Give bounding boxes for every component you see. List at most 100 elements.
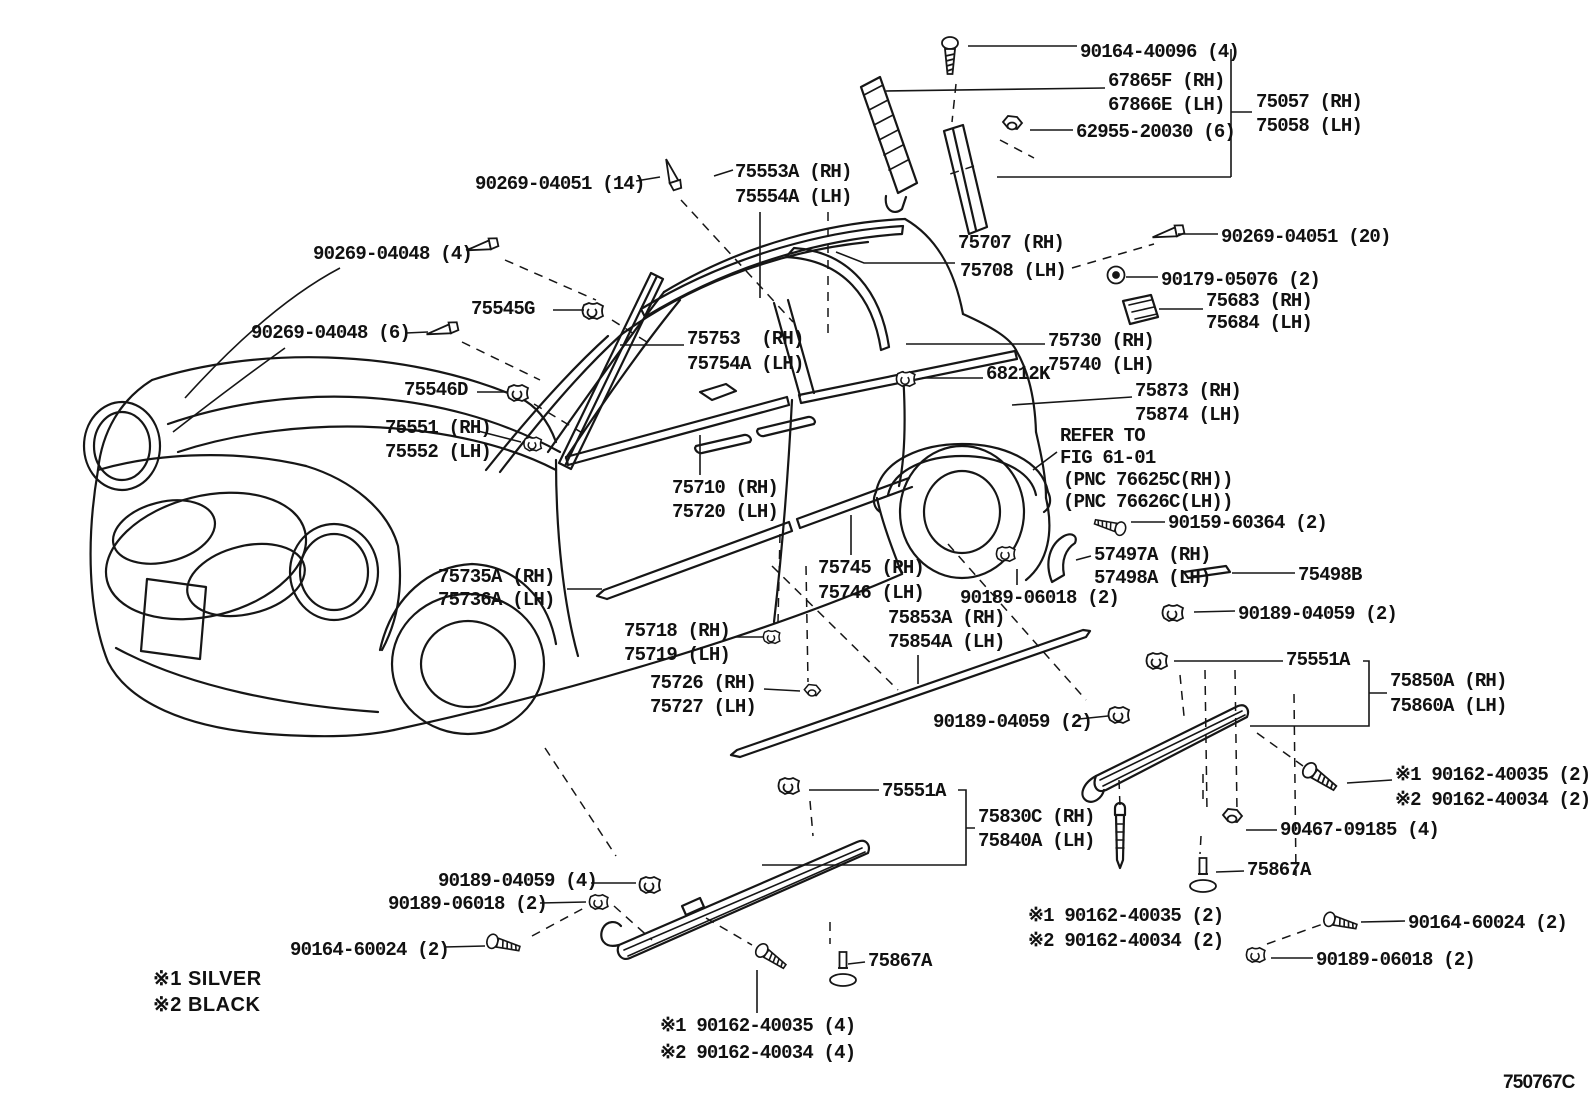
part-label-75745[interactable]: 75745 (RH) <box>818 557 925 579</box>
part-label-90164-60024-right[interactable]: 90164-60024 (2) <box>1408 912 1568 934</box>
part-label-75710[interactable]: 75710 (RH) <box>672 477 779 499</box>
part-label-75753[interactable]: 75753 (RH) <box>687 328 804 350</box>
screw-icon <box>484 932 523 957</box>
part-label-90467-09185[interactable]: 90467-09185 (4) <box>1280 819 1440 841</box>
part-label-68212K[interactable]: 68212K <box>986 363 1050 385</box>
part-label-75726[interactable]: 75726 (RH) <box>650 672 757 694</box>
clip-icon <box>995 545 1016 563</box>
part-label-75720[interactable]: 75720 (LH) <box>672 501 779 523</box>
diagram-code: 750767C <box>1503 1072 1575 1093</box>
part-label-75850A[interactable]: 75850A (RH) <box>1390 670 1507 692</box>
part-label-90189-06018-left[interactable]: 90189-06018 (2) <box>388 893 548 915</box>
part-label-90162-40034-2-mid[interactable]: ※2 90162-40034 (2) <box>1028 930 1224 952</box>
part-label-75740[interactable]: 75740 (LH) <box>1048 354 1155 376</box>
part-label-75718[interactable]: 75718 (RH) <box>624 620 731 642</box>
part-label-90164-40096[interactable]: 90164-40096 (4) <box>1080 41 1240 63</box>
part-label-90269-04048-4[interactable]: 90269-04048 (4) <box>313 243 473 265</box>
part-label-90189-04059-4[interactable]: 90189-04059 (4) <box>438 870 598 892</box>
part-label-90189-06018-mid[interactable]: 90189-06018 (2) <box>960 587 1120 609</box>
part-label-75730[interactable]: 75730 (RH) <box>1048 330 1155 352</box>
part-label-75683[interactable]: 75683 (RH) <box>1206 290 1313 312</box>
part-label-90269-04048-6[interactable]: 90269-04048 (6) <box>251 322 411 344</box>
ref-note-pnc-76626C: (PNC 76626C(LH)) <box>1063 491 1233 513</box>
part-label-75736A[interactable]: 75736A (LH) <box>438 589 555 611</box>
clip-icon <box>762 629 781 645</box>
part-label-75830C[interactable]: 75830C (RH) <box>978 806 1095 828</box>
part-label-62955-20030[interactable]: 62955-20030 (6) <box>1076 121 1236 143</box>
part-label-90162-40035-2-right[interactable]: ※1 90162-40035 (2) <box>1395 764 1591 786</box>
part-label-90269-04051-20[interactable]: 90269-04051 (20) <box>1221 226 1391 248</box>
flat-screw-icon <box>829 951 857 987</box>
part-label-75498B[interactable]: 75498B <box>1298 564 1362 586</box>
clip-icon <box>588 893 609 911</box>
screw-icon <box>1299 759 1341 796</box>
clip-icon <box>1245 946 1266 964</box>
clip-icon <box>638 876 661 894</box>
nut-icon <box>1002 115 1023 131</box>
moulding-parts <box>557 75 1250 960</box>
clip-icon <box>895 370 916 388</box>
part-label-75057[interactable]: 75057 (RH) <box>1256 91 1363 113</box>
part-label-75551A-right[interactable]: 75551A <box>1286 649 1350 671</box>
part-label-75754A[interactable]: 75754A (LH) <box>687 353 804 375</box>
part-label-75746[interactable]: 75746 (LH) <box>818 582 925 604</box>
part-label-75554A[interactable]: 75554A (LH) <box>735 186 852 208</box>
part-label-90162-40035-4[interactable]: ※1 90162-40035 (4) <box>660 1015 856 1037</box>
part-label-75545G[interactable]: 75545G <box>471 298 535 320</box>
part-label-75684[interactable]: 75684 (LH) <box>1206 312 1313 334</box>
ref-note-refer-to: REFER TO <box>1060 425 1146 447</box>
part-label-67865F[interactable]: 67865F (RH) <box>1108 70 1225 92</box>
ref-note-pnc-76625C: (PNC 76625C(RH)) <box>1063 469 1233 491</box>
flat-screw-icon <box>1189 857 1217 893</box>
clip-icon <box>506 384 529 402</box>
part-label-75553A[interactable]: 75553A (RH) <box>735 161 852 183</box>
part-label-75727[interactable]: 75727 (LH) <box>650 696 757 718</box>
bolt-icon <box>803 683 822 697</box>
part-label-75867A-bottom[interactable]: 75867A <box>868 950 932 972</box>
part-label-75874[interactable]: 75874 (LH) <box>1135 404 1242 426</box>
part-label-57497A[interactable]: 57497A (RH) <box>1094 544 1211 566</box>
projection-lines <box>461 83 1324 946</box>
part-label-67866E[interactable]: 67866E (LH) <box>1108 94 1225 116</box>
part-label-75551[interactable]: 75551 (RH) <box>385 417 492 439</box>
clip-icon <box>1145 652 1168 670</box>
part-label-75552[interactable]: 75552 (LH) <box>385 441 492 463</box>
clip-icon <box>523 436 543 452</box>
screw-icon <box>941 36 959 75</box>
part-label-90189-04059-mid[interactable]: 90189-04059 (2) <box>933 711 1093 733</box>
part-label-57498A[interactable]: 57498A (LH) <box>1094 567 1211 589</box>
part-label-75551A-bottom[interactable]: 75551A <box>882 780 946 802</box>
part-label-75853A[interactable]: 75853A (RH) <box>888 607 1005 629</box>
part-label-90162-40034-4[interactable]: ※2 90162-40034 (4) <box>660 1042 856 1064</box>
part-label-90162-40035-2-mid[interactable]: ※1 90162-40035 (2) <box>1028 905 1224 927</box>
part-label-90159-60364[interactable]: 90159-60364 (2) <box>1168 512 1328 534</box>
part-label-75707[interactable]: 75707 (RH) <box>958 232 1065 254</box>
grommet-icon <box>1106 265 1126 285</box>
part-label-90162-40034-2-right[interactable]: ※2 90162-40034 (2) <box>1395 789 1591 811</box>
clip-icon <box>581 302 604 320</box>
part-label-75546D[interactable]: 75546D <box>404 379 468 401</box>
part-label-90179-05076[interactable]: 90179-05076 (2) <box>1161 269 1321 291</box>
part-label-75840A[interactable]: 75840A (LH) <box>978 830 1095 852</box>
part-label-75058[interactable]: 75058 (LH) <box>1256 115 1363 137</box>
nut-icon <box>1222 808 1243 824</box>
part-label-75854A[interactable]: 75854A (LH) <box>888 631 1005 653</box>
pin-icon <box>424 319 460 340</box>
part-label-75860A[interactable]: 75860A (LH) <box>1390 695 1507 717</box>
part-label-75867A-right[interactable]: 75867A <box>1247 859 1311 881</box>
part-label-90269-04051-14[interactable]: 90269-04051 (14) <box>475 173 645 195</box>
part-label-75719[interactable]: 75719 (LH) <box>624 644 731 666</box>
legend-note-silver: ※1 SILVER <box>153 968 262 990</box>
part-label-75708[interactable]: 75708 (LH) <box>960 260 1067 282</box>
part-label-75735A[interactable]: 75735A (RH) <box>438 566 555 588</box>
part-label-90164-60024-left[interactable]: 90164-60024 (2) <box>290 939 450 961</box>
screw-icon <box>1092 514 1128 538</box>
legend-note-black: ※2 BLACK <box>153 994 261 1016</box>
part-label-90189-06018-right[interactable]: 90189-06018 (2) <box>1316 949 1476 971</box>
part-label-90189-04059-right[interactable]: 90189-04059 (2) <box>1238 603 1398 625</box>
ref-note-fig-61-01: FIG 61-01 <box>1060 447 1156 469</box>
clip-icon <box>1161 604 1184 622</box>
part-label-75873[interactable]: 75873 (RH) <box>1135 380 1242 402</box>
clip-icon <box>777 777 800 795</box>
